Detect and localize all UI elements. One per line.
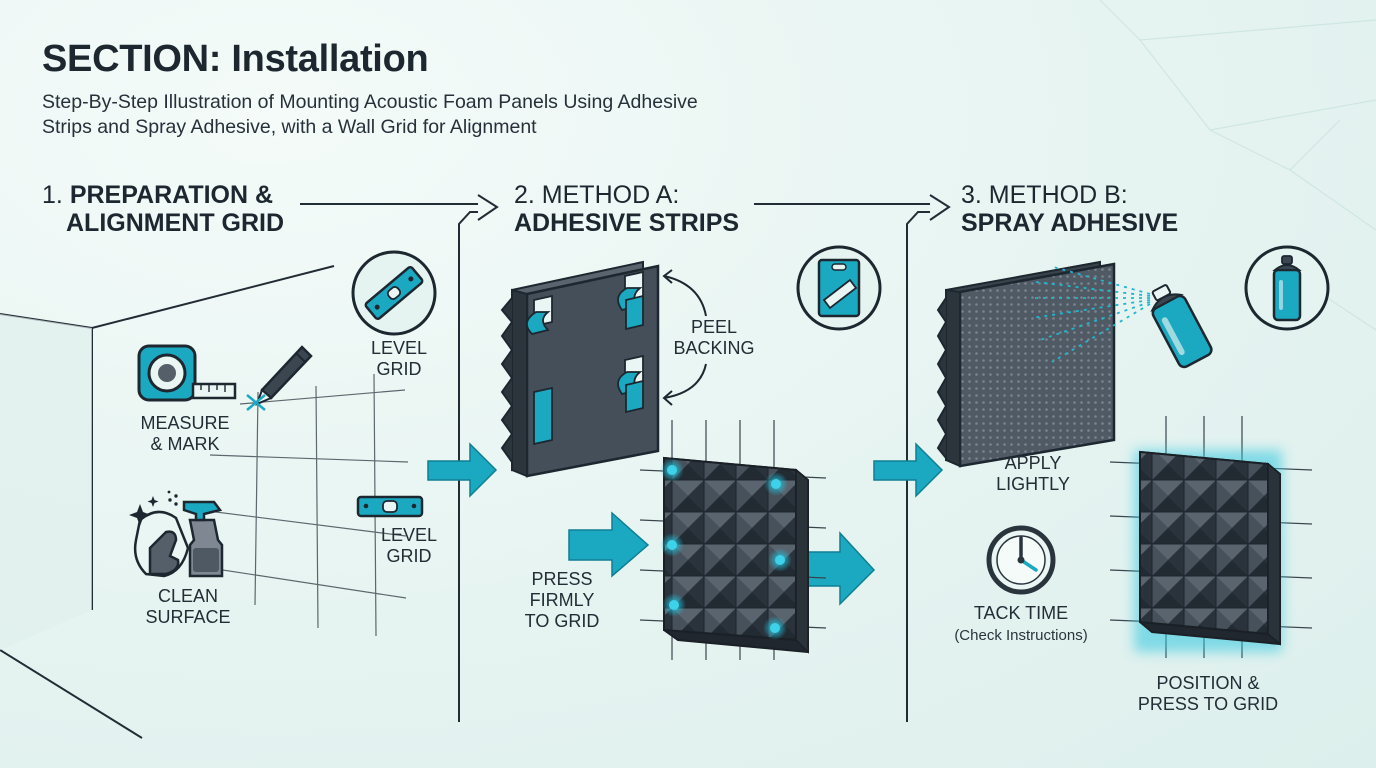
peel-arrows <box>662 269 707 406</box>
step-3-heading: 3. METHOD B: SPRAY ADHESIVE <box>961 181 1178 237</box>
apply-label-line-2: LIGHTLY <box>996 474 1070 494</box>
level-icon <box>356 495 424 518</box>
peel-backing-label: PEEL BACKING <box>664 317 764 359</box>
foam-panel-strips <box>500 260 660 478</box>
apply-lightly-label: APPLY LIGHTLY <box>983 453 1083 495</box>
step-1-title-line-1: PREPARATION & <box>69 181 274 209</box>
adhesive-strip-peeled <box>526 287 644 446</box>
subtitle-line-2: Strips and Spray Adhesive, with a Wall G… <box>42 116 537 138</box>
pyramid-foam-panel-b <box>1139 450 1281 646</box>
mark-cross-icon <box>246 394 266 411</box>
spray-mist <box>1030 265 1151 363</box>
step-3-title: SPRAY ADHESIVE <box>961 209 1179 237</box>
tape-measure-icon <box>137 344 237 402</box>
step-1-number: 1. <box>42 181 63 209</box>
level-bottom-line-2: GRID <box>386 546 432 566</box>
press-label-line-1: PRESS <box>531 569 593 589</box>
cloth-hand-icon <box>133 510 190 578</box>
glow-dots <box>660 458 792 640</box>
measure-label-line-2: & MARK <box>150 434 220 454</box>
tack-time-label: TACK TIME (Check Instructions) <box>941 603 1101 646</box>
position-press-label: POSITION & PRESS TO GRID <box>1128 673 1288 715</box>
step-1-heading: 1. PREPARATION & ALIGNMENT GRID <box>42 181 284 237</box>
teal-arrows <box>427 442 944 606</box>
measure-label: MEASURE & MARK <box>130 413 240 455</box>
measure-label-line-1: MEASURE <box>140 413 230 433</box>
position-label-line-2: PRESS TO GRID <box>1137 694 1279 714</box>
spray-bottle-icon <box>167 490 224 578</box>
background-lines <box>1099 0 1376 331</box>
level-grid-label-top: LEVEL GRID <box>354 338 444 380</box>
tack-label-line-1: TACK TIME <box>973 603 1069 623</box>
spray-can-icon <box>1150 284 1213 369</box>
step-3-number: 3. METHOD B: <box>961 181 1128 209</box>
position-label-line-1: POSITION & <box>1156 673 1260 693</box>
level-grid-label-bottom: LEVEL GRID <box>364 525 454 567</box>
press-firmly-label: PRESS FIRMLY TO GRID <box>512 569 612 632</box>
press-label-line-3: TO GRID <box>524 611 600 631</box>
level-top-line-1: LEVEL <box>370 338 428 358</box>
press-label-line-2: FIRMLY <box>529 590 595 610</box>
wall-grid <box>189 373 409 637</box>
peel-label-line-1: PEEL <box>690 317 738 337</box>
clean-label-line-2: SURFACE <box>145 607 231 627</box>
step-2-number: 2. METHOD A: <box>514 181 680 209</box>
step-1-title-line-2: ALIGNMENT GRID <box>66 209 285 237</box>
tack-label-line-2: (Check Instructions) <box>954 627 1088 644</box>
clock-icon <box>986 525 1056 595</box>
page-title: SECTION: Installation <box>42 38 429 80</box>
step-2-heading: 2. METHOD A: ADHESIVE STRIPS <box>514 181 739 237</box>
level-top-line-2: GRID <box>376 359 422 379</box>
clean-label-line-1: CLEAN <box>157 586 219 606</box>
adhesive-strip-pack-icon <box>796 245 882 331</box>
level-circle-icon <box>351 250 437 336</box>
subtitle-line-1: Step-By-Step Illustration of Mounting Ac… <box>42 91 698 113</box>
step-2-title: ADHESIVE STRIPS <box>514 209 740 237</box>
page-subtitle: Step-By-Step Illustration of Mounting Ac… <box>42 90 862 140</box>
sparkle-icon <box>129 496 159 526</box>
clean-surface-label: CLEAN SURFACE <box>128 586 248 628</box>
spray-can-circle-icon <box>1244 245 1330 331</box>
apply-label-line-1: APPLY <box>1004 453 1062 473</box>
pyramid-foam-panel-a <box>663 456 809 654</box>
peel-label-line-2: BACKING <box>673 338 755 358</box>
foam-panel-spray <box>936 260 1116 468</box>
level-bottom-line-1: LEVEL <box>380 525 438 545</box>
